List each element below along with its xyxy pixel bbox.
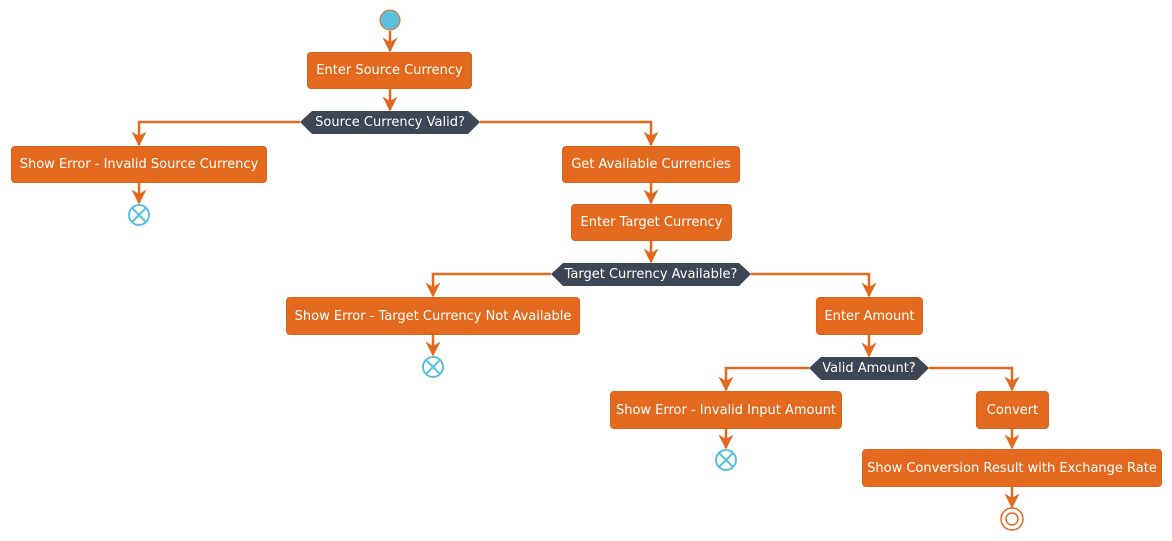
arrow-source-invalid-branch bbox=[131, 120, 300, 147]
end-flow-icon bbox=[715, 449, 737, 471]
action-enter-amount: Enter Amount bbox=[816, 297, 923, 335]
action-enter-target-currency: Enter Target Currency bbox=[571, 204, 732, 241]
arrow-amount-valid-branch bbox=[929, 366, 1020, 392]
start-node-icon bbox=[379, 9, 401, 31]
arrow-source-valid-branch bbox=[480, 120, 659, 147]
arrow-amount-invalid-branch bbox=[718, 366, 809, 392]
decision-source-valid-label: Source Currency Valid? bbox=[315, 115, 465, 130]
action-show-error-invalid-amount: Show Error - Invalid Input Amount bbox=[610, 391, 842, 429]
decision-source-valid-shape bbox=[300, 111, 480, 134]
action-convert: Convert bbox=[976, 391, 1049, 429]
action-enter-source-currency: Enter Source Currency bbox=[307, 52, 472, 89]
action-show-conversion-result: Show Conversion Result with Exchange Rat… bbox=[862, 449, 1162, 487]
end-flow-icon bbox=[422, 356, 444, 378]
stop-node-icon bbox=[1000, 507, 1024, 531]
end-flow-icon bbox=[128, 204, 150, 226]
arrow-target-available-branch bbox=[751, 272, 877, 298]
action-show-error-invalid-source: Show Error - Invalid Source Currency bbox=[11, 146, 267, 183]
decision-valid-amount-shape bbox=[809, 357, 929, 380]
decision-valid-amount-label: Valid Amount? bbox=[822, 361, 916, 376]
connectors bbox=[131, 31, 1020, 509]
action-show-error-target-unavailable: Show Error - Target Currency Not Availab… bbox=[286, 297, 580, 335]
arrow-target-unavailable-branch bbox=[425, 272, 551, 298]
action-get-available-currencies: Get Available Currencies bbox=[562, 146, 740, 183]
decision-target-available-shape bbox=[551, 263, 751, 286]
decision-target-available-label: Target Currency Available? bbox=[564, 267, 738, 282]
